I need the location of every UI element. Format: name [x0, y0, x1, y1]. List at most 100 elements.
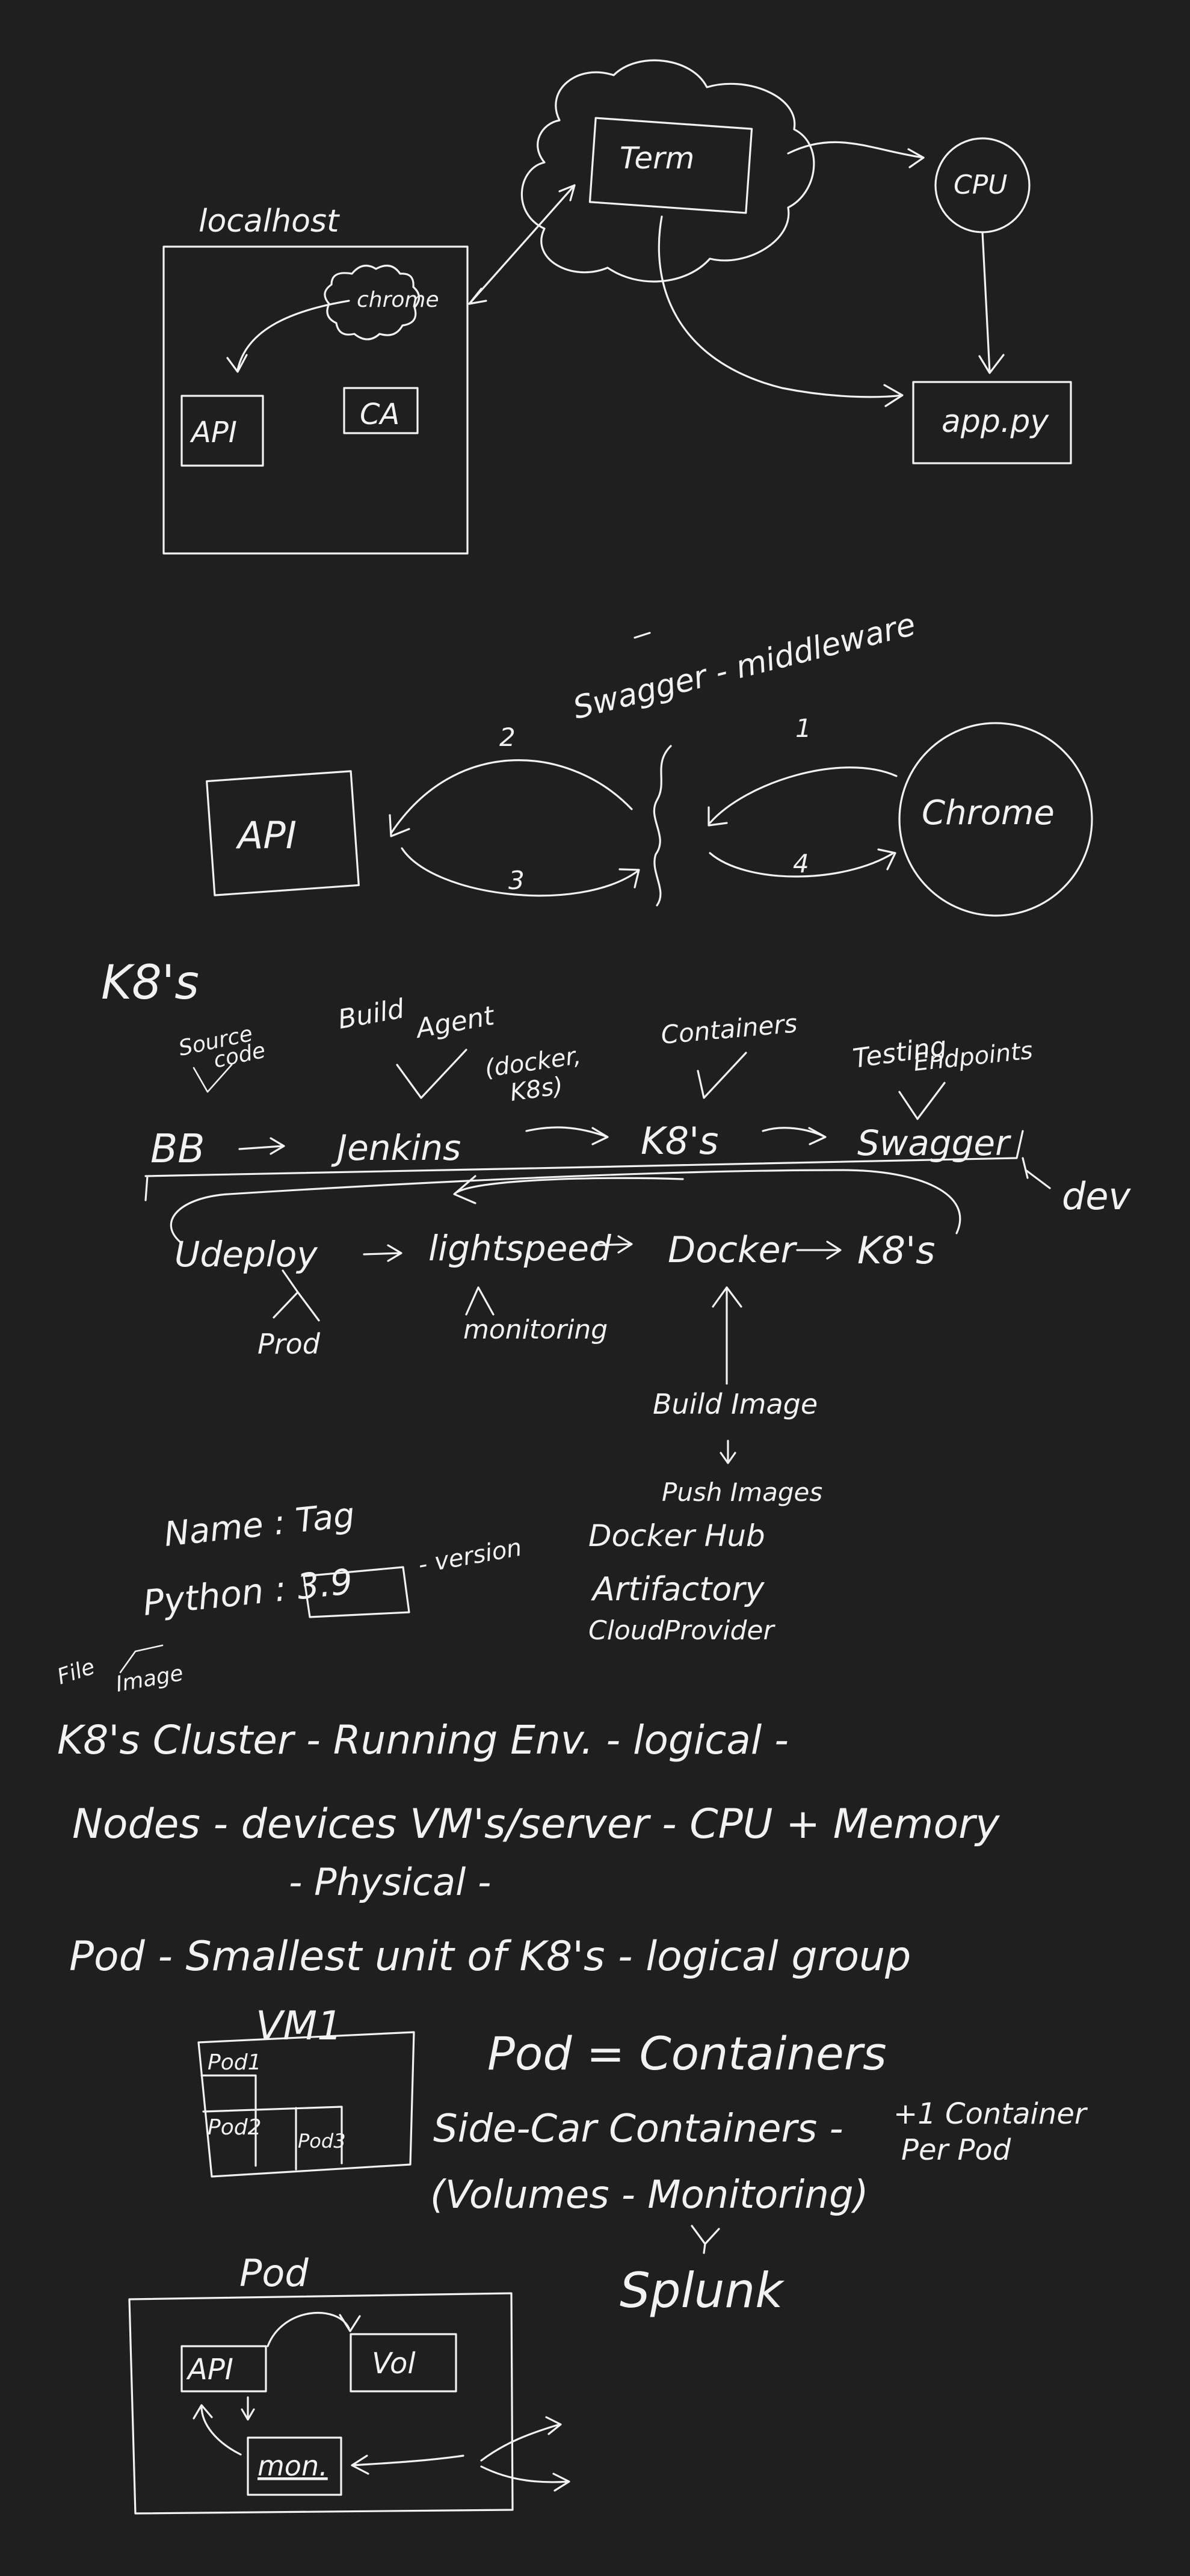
pod-api-box	[180, 2345, 267, 2393]
api-box	[206, 770, 360, 896]
api-to-mon-arrow	[241, 2396, 255, 2421]
arrow-1	[709, 766, 898, 824]
check-mark	[898, 1082, 946, 1120]
term-to-cpu-arrow	[787, 141, 925, 159]
splunk-label: Splunk	[620, 2263, 785, 2319]
arrowhead	[978, 354, 1005, 374]
k8s-to-swagger-arrow	[762, 1127, 827, 1145]
build-agent-label-line1: Build	[336, 993, 407, 1035]
swagger-brace	[653, 745, 672, 907]
volumes-monitoring-line: (Volumes - Monitoring)	[430, 2173, 869, 2217]
arrowhead	[708, 806, 728, 827]
dev-pointer	[1025, 1169, 1051, 1189]
file-image-label-line1: File	[54, 1654, 97, 1689]
k8s-title: K8's	[101, 956, 199, 1010]
dev-bracket	[144, 1130, 1029, 1201]
arrowhead	[226, 354, 248, 373]
pod-box-title: Pod	[239, 2251, 309, 2295]
mon-to-api-arrow	[193, 2404, 242, 2456]
sidecar-line: Side-Car Containers -	[433, 2107, 843, 2151]
dash	[634, 632, 651, 639]
step-2-label: 2	[499, 723, 516, 752]
chrome-label: chrome	[357, 288, 439, 312]
push-arrow	[720, 1440, 736, 1464]
arrow-2	[390, 759, 633, 834]
arrowhead	[907, 148, 925, 168]
pod2-label: Pod2	[208, 2115, 262, 2140]
to-splunk-arrow	[691, 2225, 720, 2254]
dev-label: dev	[1062, 1174, 1132, 1218]
swagger-node: Swagger	[857, 1123, 1011, 1163]
arrowhead	[618, 868, 640, 889]
swagger-middleware-label: Swagger - middleware	[570, 606, 919, 726]
term-to-app-arrow	[658, 215, 902, 398]
arrowhead	[389, 814, 410, 837]
file-image-pointer	[119, 1644, 164, 1674]
pod-vol-label: Vol	[372, 2347, 416, 2380]
swagger-diagram: Swagger - middleware API Chrome 1 2 3 4	[206, 606, 1093, 917]
pod1-label: Pod1	[208, 2050, 262, 2075]
arrowhead	[558, 184, 576, 202]
localhost-box	[162, 245, 469, 555]
pod-api-label: API	[186, 2353, 233, 2386]
arrow-4	[709, 852, 895, 878]
cluster-line: K8's Cluster - Running Env. - logical -	[57, 1717, 789, 1763]
push-images-label: Push Images	[662, 1478, 822, 1507]
step-4-label: 4	[793, 849, 809, 878]
udeploy-node: Udeploy	[174, 1234, 318, 1275]
nodes-line: Nodes - devices VM's/server - CPU + Memo…	[72, 1801, 1000, 1848]
build-agent-label-line2: Agent	[412, 1000, 498, 1045]
term-cloud-diagram: Term CPU app.py	[468, 59, 1072, 464]
pod-equals-containers: Pod = Containers	[487, 2027, 887, 2080]
prod-loop-curve	[170, 1169, 961, 1243]
jenkins-node: Jenkins	[331, 1127, 461, 1168]
version-label: - version	[416, 1533, 524, 1579]
plus-one-container-line1: +1 Container	[893, 2097, 1088, 2131]
check-mark	[697, 1052, 747, 1099]
term-box	[588, 117, 753, 214]
lightspeed-to-docker-arrow	[594, 1235, 633, 1254]
cloud-provider-label: CloudProvider	[588, 1615, 775, 1646]
chrome-term-line	[468, 184, 576, 305]
docker-node: Docker	[668, 1229, 798, 1271]
chrome-to-api-arrow	[236, 300, 350, 371]
ca-box	[343, 387, 419, 434]
arrowhead	[883, 384, 904, 407]
ca-label: CA	[360, 398, 399, 431]
plus-one-container-line2: Per Pod	[901, 2133, 1011, 2167]
term-cloud-shape	[520, 59, 815, 283]
pod-mon-label: mon.	[257, 2450, 328, 2482]
localhost-label: localhost	[199, 203, 340, 239]
docker-to-k8s-arrow	[796, 1240, 842, 1260]
vm1-box	[197, 2031, 415, 2178]
k8s-prod-node: K8's	[857, 1228, 935, 1272]
arrowhead	[877, 848, 896, 870]
check-mark	[396, 1049, 467, 1099]
vol-to-mon-arrow	[351, 2454, 464, 2475]
bb-to-jenkins-arrow	[238, 1137, 285, 1155]
physical-line: - Physical -	[289, 1860, 491, 1904]
api-label: API	[235, 813, 297, 857]
k8s-concepts: Name : Tag Python : 3.9 - version File I…	[54, 1496, 1088, 2515]
pod-mon-box	[247, 2436, 342, 2496]
build-image-label: Build Image	[653, 1388, 818, 1420]
pod-definition-line: Pod - Smallest unit of K8's - logical gr…	[69, 1933, 911, 1980]
app-box	[912, 381, 1072, 464]
prod-pointer	[273, 1269, 320, 1322]
step-3-label: 3	[508, 866, 525, 895]
pod-box	[128, 2292, 514, 2515]
loop-back-to-jenkins-arrow	[453, 1175, 684, 1204]
cpu-label: CPU	[954, 170, 1007, 200]
vm1-partitions	[200, 2074, 343, 2171]
udeploy-to-lightspeed-arrow	[363, 1244, 402, 1262]
chrome-cloud-shape	[324, 264, 421, 340]
cpu-to-app-arrow	[981, 231, 991, 373]
jenkins-to-k8s-arrow	[525, 1126, 609, 1145]
chrome-circle	[898, 722, 1093, 917]
python-version-label: Python : 3.9	[141, 1561, 354, 1624]
api-box	[180, 395, 264, 467]
artifactory-label: Artifactory	[591, 1570, 765, 1608]
step-1-label: 1	[795, 713, 812, 743]
localhost-diagram: localhost chrome API CA	[162, 203, 469, 555]
term-label: Term	[620, 141, 694, 176]
